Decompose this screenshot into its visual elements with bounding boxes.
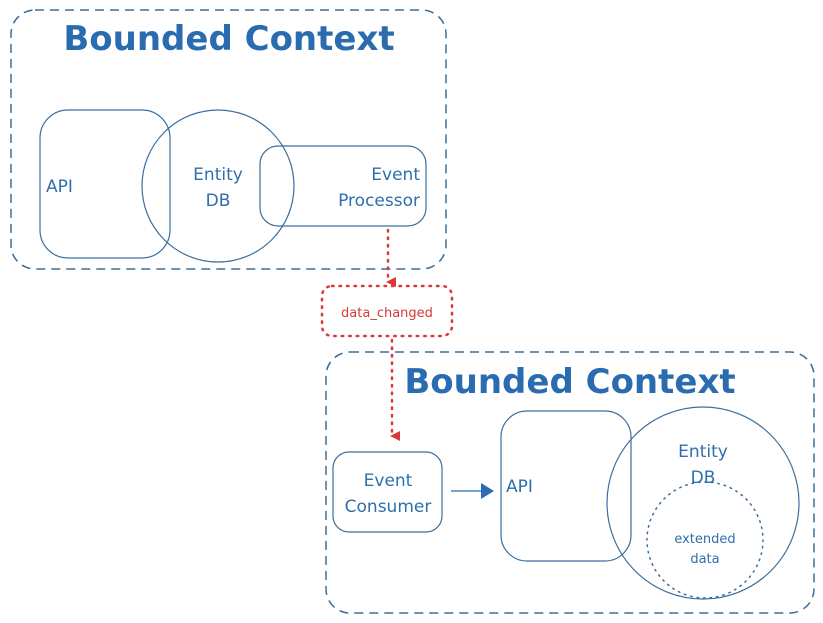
api-box-b (500, 410, 632, 562)
bounded-context-a-title: Bounded Context (63, 19, 394, 59)
event-message: data_changed (320, 284, 454, 338)
bounded-context-a: Bounded Context API Entity DB Event Proc… (10, 9, 447, 270)
bounded-context-a-border (10, 9, 447, 270)
consumer-to-api-arrow-head (481, 483, 494, 499)
event-message-label: data_changed (341, 306, 433, 321)
extended-data-label-line1: extended (674, 532, 735, 547)
api-label-b: API (506, 477, 533, 497)
event-consumer-label-line1: Event (364, 471, 413, 491)
event-message-border (320, 284, 454, 338)
event-processor-box (259, 145, 427, 227)
bounded-context-b-border (325, 351, 815, 614)
bounded-context-b: Bounded Context Event Consumer API Entit… (325, 351, 815, 614)
entity-db-label-a-line1: Entity (193, 165, 243, 185)
bounded-context-b-title: Bounded Context (404, 362, 735, 402)
api-label-a: API (46, 177, 73, 197)
event-consumer-box (332, 451, 443, 533)
entity-db-label-b-line2: DB (691, 468, 716, 488)
event-consumer-label-line2: Consumer (345, 497, 432, 517)
api-box-a (39, 109, 171, 259)
entity-db-circle-a (141, 109, 295, 263)
entity-db-label-b-line1: Entity (678, 442, 728, 462)
extended-data-label-line2: data (690, 552, 719, 567)
event-processor-label-line1: Event (371, 165, 420, 185)
event-processor-label-line2: Processor (338, 191, 420, 211)
extended-data-circle (646, 481, 764, 599)
entity-db-label-a-line2: DB (206, 191, 231, 211)
entity-db-circle-b (606, 406, 800, 600)
